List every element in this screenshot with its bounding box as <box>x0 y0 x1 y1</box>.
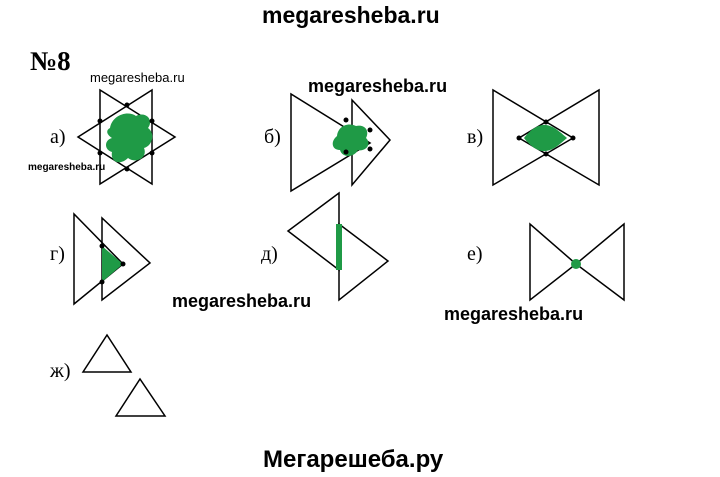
figure-e <box>529 222 625 302</box>
figure-g-dot <box>99 243 105 249</box>
figure-d-triangle-left <box>286 191 340 272</box>
watermark-left-small: megaresheba.ru <box>28 162 106 173</box>
figure-a-dot <box>149 150 155 156</box>
figure-b-dot <box>367 127 373 133</box>
figure-a-intersection-fill <box>106 113 153 163</box>
figure-zh-triangle-top <box>81 333 133 373</box>
figure-a-dot <box>124 102 130 108</box>
label-b: б) <box>264 126 281 148</box>
figure-v-dot <box>570 135 576 141</box>
watermark-top-left: megaresheba.ru <box>90 70 185 85</box>
figure-b-dot <box>367 146 373 152</box>
figure-g-dot <box>120 261 126 267</box>
figure-g-triangle-left <box>73 212 125 306</box>
figure-v-dot <box>516 135 522 141</box>
figure-a-dot <box>124 166 130 172</box>
watermark-middle: megaresheba.ru <box>172 291 312 311</box>
footer-site-title: Мегарешеба.ру <box>263 446 444 473</box>
figure-g-dot <box>99 279 105 285</box>
task-number: №8 <box>30 46 71 76</box>
figure-zh-triangle-bottom <box>114 377 167 417</box>
figure-v <box>492 88 600 187</box>
label-a: а) <box>50 126 66 148</box>
figure-zh <box>81 333 167 417</box>
figure-v-triangle-right <box>517 88 600 187</box>
watermark-top-center: megaresheba.ru <box>308 76 448 96</box>
figure-v-intersection-fill <box>524 124 567 152</box>
figure-a-dot <box>97 150 103 156</box>
figure-b-dot <box>343 149 349 155</box>
figure-v-dot <box>543 119 549 125</box>
figure-a-triangle-left <box>99 88 177 186</box>
figure-a-dot <box>149 118 155 124</box>
figure-e-triangle-left <box>529 222 578 302</box>
figure-e-touch-point <box>571 259 581 269</box>
figure-a-dot <box>97 118 103 124</box>
label-e: е) <box>467 243 483 265</box>
figure-d-shared-segment <box>336 224 342 270</box>
figure-b-intersection-fill <box>332 124 369 156</box>
figure-v-triangle-left <box>492 88 575 187</box>
label-d: д) <box>261 243 278 265</box>
label-g: г) <box>50 243 65 265</box>
figure-v-dot <box>543 151 549 157</box>
figure-d-triangle-right <box>338 222 390 302</box>
figure-b-dot <box>343 117 349 123</box>
figure-b-triangle-left <box>290 92 372 193</box>
figure-e-triangle-right <box>574 222 625 302</box>
watermark-right: megaresheba.ru <box>444 304 584 324</box>
label-zh: ж) <box>50 360 71 382</box>
figure-g-intersection-fill <box>102 246 123 282</box>
header-site-title: megaresheba.ru <box>262 2 440 28</box>
label-v: в) <box>467 126 484 148</box>
